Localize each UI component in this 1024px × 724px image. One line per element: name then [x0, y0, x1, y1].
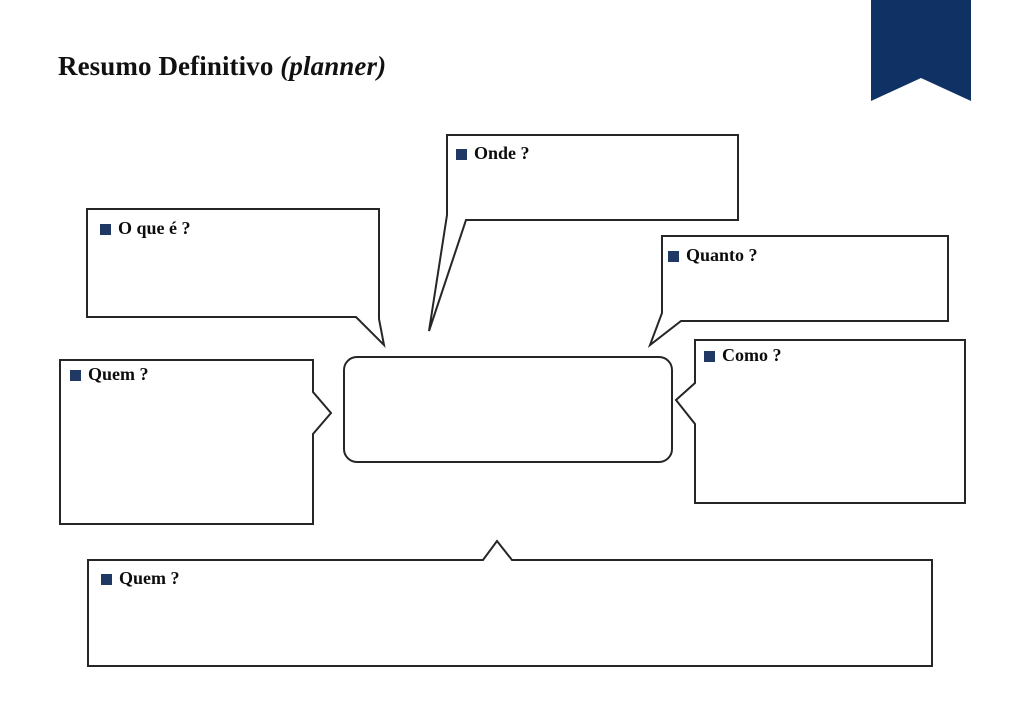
- ribbon-icon: [871, 0, 971, 101]
- page-title-main: Resumo Definitivo: [58, 51, 281, 81]
- callout-shape-quanto[interactable]: [647, 235, 949, 348]
- callout-shape-center[interactable]: [343, 356, 673, 463]
- square-bullet-icon: [668, 251, 679, 262]
- callout-label-quem-bottom: Quem ?: [101, 568, 180, 589]
- callout-label-text: Onde ?: [474, 143, 530, 163]
- page-title-italic: (planner): [280, 51, 387, 81]
- square-bullet-icon: [100, 224, 111, 235]
- square-bullet-icon: [456, 149, 467, 160]
- callout-label-o-que-e: O que é ?: [100, 218, 191, 239]
- callout-label-onde: Onde ?: [456, 143, 530, 164]
- callout-shape-quem[interactable]: [59, 359, 333, 525]
- callout-label-quanto: Quanto ?: [668, 245, 758, 266]
- callout-shape-onde[interactable]: [428, 134, 739, 332]
- square-bullet-icon: [101, 574, 112, 585]
- callout-label-text: Quem ?: [88, 364, 149, 384]
- callout-shape-como[interactable]: [674, 339, 966, 504]
- callout-label-text: O que é ?: [118, 218, 191, 238]
- page-title: Resumo Definitivo (planner): [58, 51, 386, 82]
- callout-label-como: Como ?: [704, 345, 782, 366]
- square-bullet-icon: [70, 370, 81, 381]
- callout-label-quem: Quem ?: [70, 364, 149, 385]
- callout-shape-quem-bottom[interactable]: [87, 539, 933, 667]
- callout-label-text: Como ?: [722, 345, 782, 365]
- square-bullet-icon: [704, 351, 715, 362]
- callout-label-text: Quem ?: [119, 568, 180, 588]
- callout-shape-o-que-e[interactable]: [86, 208, 386, 349]
- callout-label-text: Quanto ?: [686, 245, 758, 265]
